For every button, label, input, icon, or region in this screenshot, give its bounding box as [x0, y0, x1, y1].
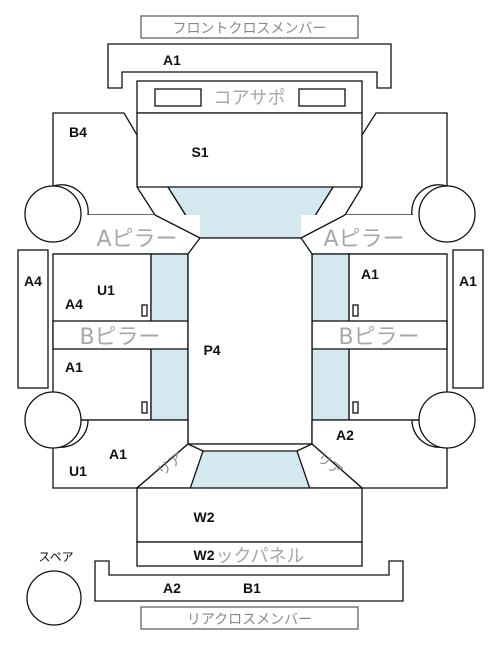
right-rear-code: A2	[336, 427, 354, 443]
left-front-fender[interactable]	[52, 112, 157, 216]
spare-label: スペア	[38, 550, 73, 564]
back-panel[interactable]	[136, 541, 363, 567]
left-rear-quarter[interactable]	[52, 419, 189, 489]
left-front-wheel-code: U1	[97, 282, 115, 298]
floor-code: P4	[203, 342, 220, 358]
spare-tire[interactable]	[26, 570, 82, 626]
back-panel-label: ックパネル	[215, 546, 304, 567]
front-cross-member-label: フロントクロスメンバー	[173, 21, 327, 37]
left-front-corner-code: B4	[69, 124, 87, 140]
back-panel-code: W2	[194, 547, 215, 563]
right-rear-wheel[interactable]	[418, 391, 476, 449]
left-front-pillar-code: A4	[65, 296, 83, 312]
right-rear-door-handle	[352, 401, 359, 414]
right-rear-quarter[interactable]	[311, 419, 448, 489]
rear-window[interactable]	[189, 450, 311, 490]
rear-window-frame	[187, 443, 313, 452]
left-outer-panel[interactable]	[17, 249, 49, 389]
left-outer-code: A4	[24, 273, 42, 289]
right-outer-panel[interactable]	[452, 249, 484, 389]
left-b-pillar[interactable]	[52, 320, 189, 350]
core-support-label: コアサポ	[214, 88, 286, 109]
left-front-door-handle	[141, 304, 148, 317]
trunk-lid[interactable]	[136, 487, 363, 543]
rear-cross-member-label: リアクロスメンバー	[187, 612, 312, 628]
left-rear-door-handle	[141, 401, 148, 414]
right-b-pillar[interactable]	[311, 320, 448, 350]
right-front-wheel[interactable]	[418, 185, 476, 243]
rear-member-left-code: A2	[163, 580, 181, 596]
roof-panel[interactable]	[187, 237, 313, 445]
left-a-pillar-label: Aピラー	[96, 227, 177, 252]
left-lower-code: A1	[65, 359, 83, 375]
left-front-wheel[interactable]	[24, 185, 82, 243]
left-rear-u-code: U1	[69, 463, 87, 479]
front-member-code: A1	[163, 52, 181, 68]
left-b-pillar-label: Bピラー	[79, 325, 160, 350]
core-panel-code: S1	[191, 144, 208, 160]
left-rear-wheel[interactable]	[24, 391, 82, 449]
right-upper-code: A1	[361, 266, 379, 282]
right-outer-code: A1	[459, 273, 477, 289]
right-a-pillar-label: Aピラー	[323, 227, 404, 252]
trunk-code: W2	[194, 509, 215, 525]
rear-member-right-code: B1	[243, 580, 261, 596]
right-b-pillar-label: Bピラー	[338, 325, 419, 350]
right-front-door-handle	[352, 304, 359, 317]
core-support-left-slot	[154, 88, 202, 107]
left-rear-a-code: A1	[109, 446, 127, 462]
rear-bumper-member[interactable]	[94, 560, 404, 602]
right-front-fender[interactable]	[343, 112, 448, 216]
front-bumper-member[interactable]	[107, 43, 392, 89]
rear-cross-member-box[interactable]	[140, 606, 359, 630]
front-cross-member-box[interactable]	[140, 15, 359, 39]
core-support-right-slot	[298, 88, 346, 107]
